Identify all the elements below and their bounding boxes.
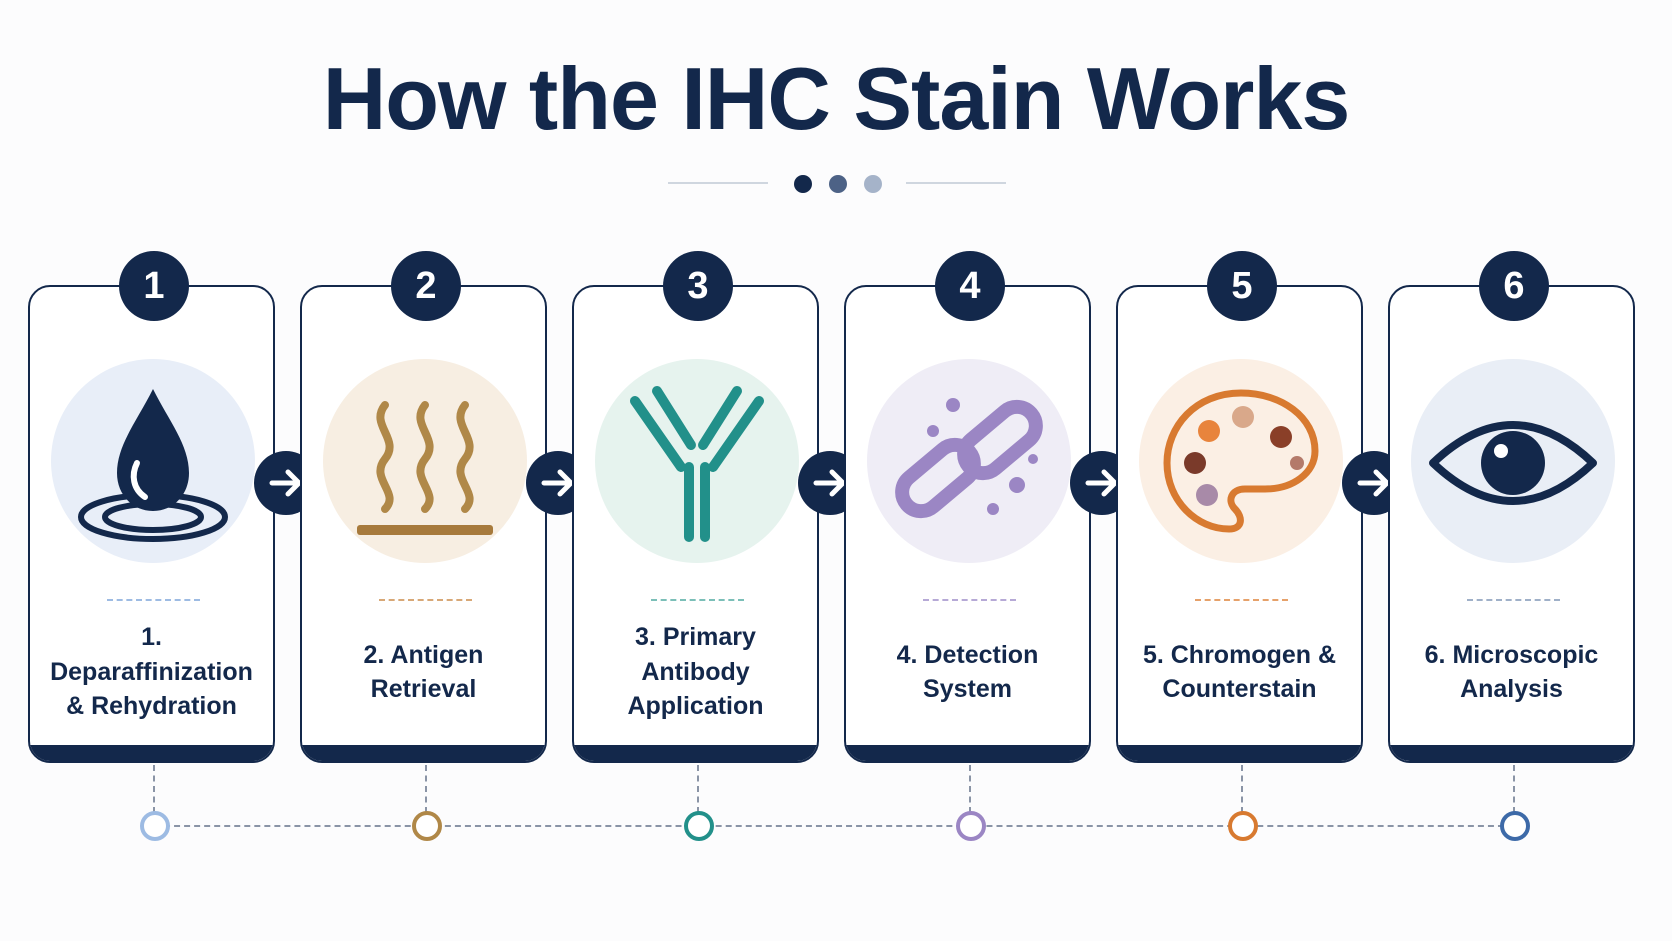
timeline-stem-3	[697, 765, 699, 813]
icon-circle-3	[595, 359, 799, 563]
step-card-4: 4. Detection System	[844, 285, 1091, 763]
chain-link-icon	[895, 398, 1043, 519]
step-label: 5. Chromogen & Counterstain	[1142, 640, 1337, 704]
step-card-1: 1. Deparaffinization & Rehydration	[28, 285, 275, 763]
title-divider-left	[668, 182, 768, 184]
timeline-node-5	[1228, 811, 1258, 841]
step-label: 3. Primary Antibody Application	[627, 623, 764, 721]
divider-dot-1	[794, 175, 812, 193]
heat-waves-icon	[357, 401, 493, 535]
step-badge-6: 6	[1479, 251, 1549, 321]
timeline-node-2	[412, 811, 442, 841]
label-divider	[1195, 599, 1288, 601]
step-card-2: 2. Antigen Retrieval	[300, 285, 547, 763]
step-badge-5: 5	[1207, 251, 1277, 321]
step-label: 1. Deparaffinization & Rehydration	[50, 623, 253, 721]
step-badge-2: 2	[391, 251, 461, 321]
label-divider	[651, 599, 744, 601]
step-badge-3: 3	[663, 251, 733, 321]
eye-icon	[1429, 421, 1597, 505]
page-title: How the IHC Stain Works	[322, 49, 1351, 148]
icon-circle-1	[51, 359, 255, 563]
label-divider	[379, 599, 472, 601]
step-card-6: 6. Microscopic Analysis	[1388, 285, 1635, 763]
icon-circle-2	[323, 359, 527, 563]
timeline-stem-6	[1513, 765, 1515, 813]
icon-circle-5	[1139, 359, 1343, 563]
divider-dot-2	[829, 175, 847, 193]
card-footer-bar	[1390, 745, 1633, 761]
palette-icon	[1163, 389, 1319, 533]
timeline-stem-1	[153, 765, 155, 813]
step-card-5: 5. Chromogen & Counterstain	[1116, 285, 1363, 763]
step-label: 4. Detection System	[896, 640, 1039, 704]
step-label: 2. Antigen Retrieval	[363, 640, 484, 704]
timeline-stem-5	[1241, 765, 1243, 813]
water-drop-icon	[78, 389, 228, 542]
step-badge-4: 4	[935, 251, 1005, 321]
step-label: 6. Microscopic Analysis	[1424, 640, 1599, 704]
card-footer-bar	[846, 745, 1089, 761]
timeline-node-1	[140, 811, 170, 841]
timeline-node-4	[956, 811, 986, 841]
card-footer-bar	[30, 745, 273, 761]
card-footer-bar	[574, 745, 817, 761]
timeline-line	[154, 825, 1514, 827]
label-divider	[107, 599, 200, 601]
card-footer-bar	[1118, 745, 1361, 761]
label-divider	[1467, 599, 1560, 601]
timeline-node-6	[1500, 811, 1530, 841]
label-divider	[923, 599, 1016, 601]
icon-circle-4	[867, 359, 1071, 563]
timeline-node-3	[684, 811, 714, 841]
timeline-stem-2	[425, 765, 427, 813]
card-footer-bar	[302, 745, 545, 761]
step-card-3: 3. Primary Antibody Application	[572, 285, 819, 763]
step-badge-1: 1	[119, 251, 189, 321]
icon-circle-6	[1411, 359, 1615, 563]
antibody-icon	[630, 386, 764, 542]
title-divider-right	[906, 182, 1006, 184]
divider-dot-3	[864, 175, 882, 193]
timeline-stem-4	[969, 765, 971, 813]
